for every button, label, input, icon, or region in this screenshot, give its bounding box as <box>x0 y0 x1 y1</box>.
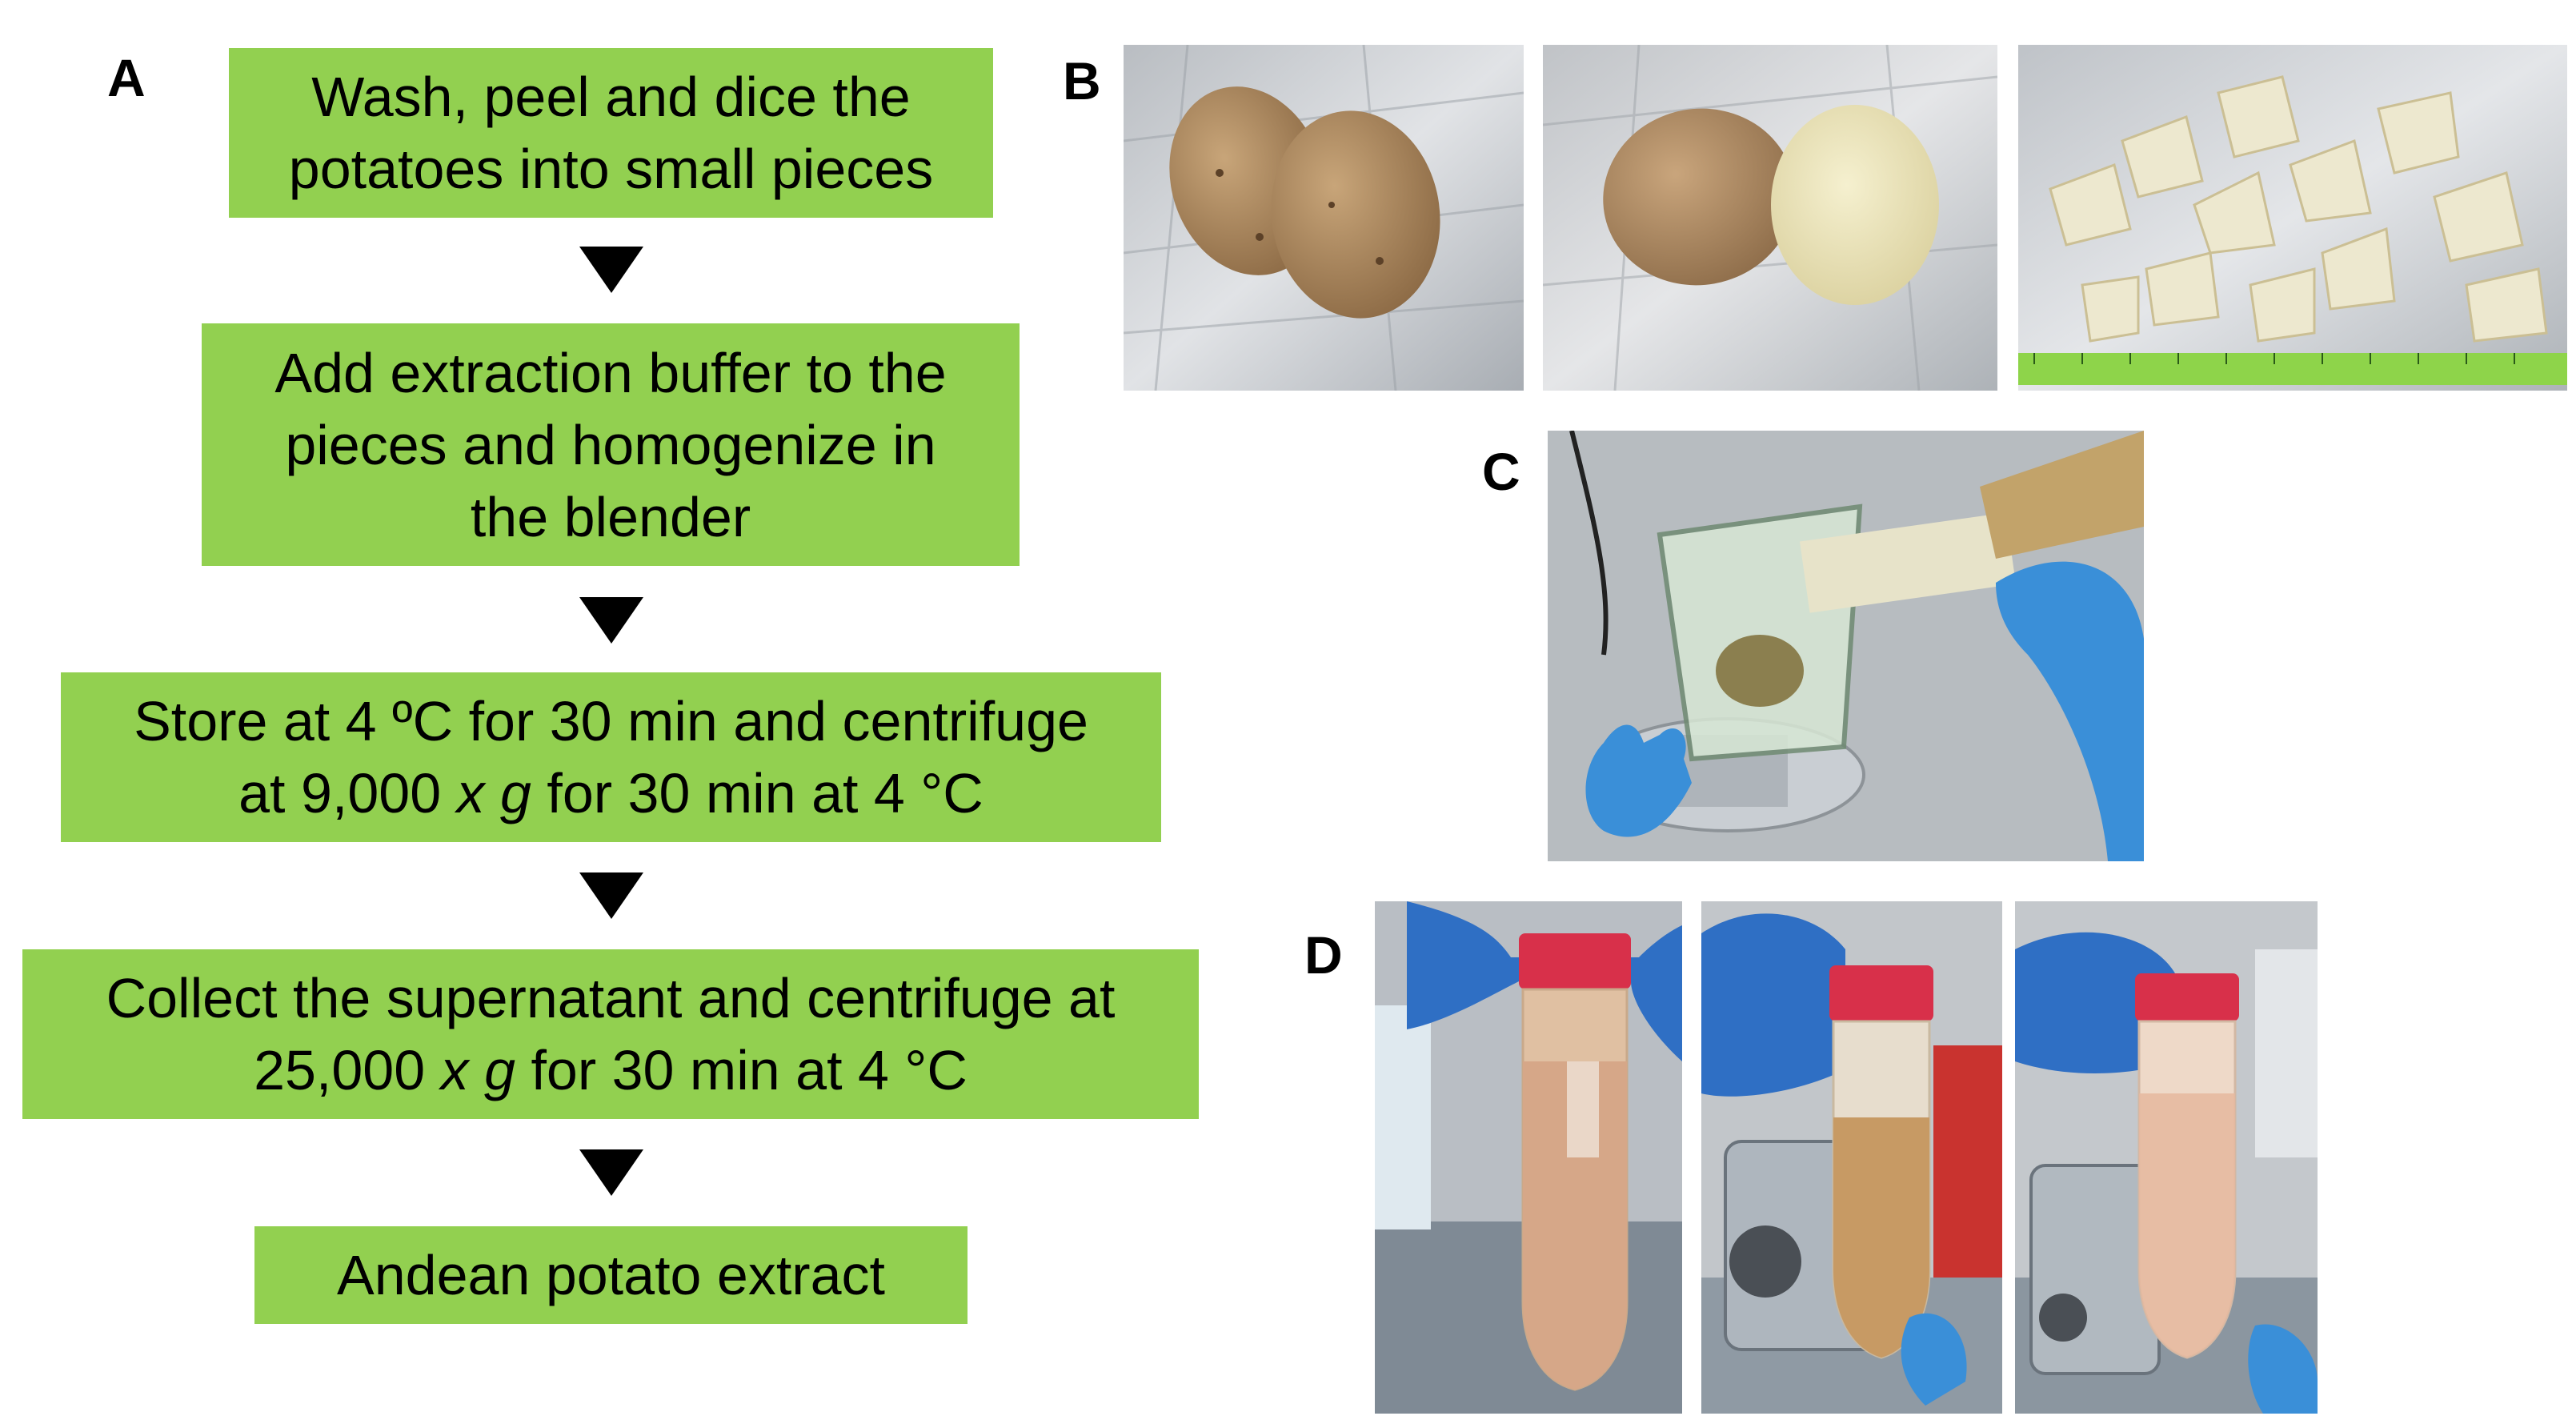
photo-peeled-potato <box>1543 45 1997 391</box>
photo-blender <box>1548 431 2144 861</box>
flow-step-centrifuge-1-g: g <box>500 762 531 824</box>
flow-arrow-1 <box>579 247 643 293</box>
flow-step-homogenize-line-3: the blender <box>470 485 751 548</box>
flow-step-extract: Andean potato extract <box>254 1226 968 1324</box>
panel-label-a: A <box>107 48 146 107</box>
flow-step-homogenize-line-2: pieces and homogenize in <box>285 413 936 476</box>
photo-tube-homogenate <box>1375 901 1682 1414</box>
photo-whole-potatoes <box>1124 45 1524 391</box>
flow-step-centrifuge-2: Collect the supernatant and centrifuge a… <box>22 949 1199 1119</box>
flow-step-centrifuge-1-duration: for 30 min at 4 °C <box>531 762 984 824</box>
flow-step-wash: Wash, peel and dice the potatoes into sm… <box>229 48 993 218</box>
flow-step-wash-line-2: potatoes into small pieces <box>288 138 934 200</box>
panel-label-b: B <box>1063 51 1101 110</box>
flow-step-wash-line-1: Wash, peel and dice the <box>311 66 911 128</box>
flow-step-centrifuge-2-line-2: 25,000 x g for 30 min at 4 °C <box>106 1034 1116 1106</box>
panel-label-d: D <box>1304 925 1343 985</box>
photo-tube-second-centrifuge <box>2015 901 2318 1414</box>
flow-step-centrifuge-2-line-1: Collect the supernatant and centrifuge a… <box>106 967 1116 1029</box>
flow-step-centrifuge-1-line-1: Store at 4 ºC for 30 min and centrifuge <box>134 690 1088 752</box>
flow-step-centrifuge-1-speed: at 9,000 <box>238 762 457 824</box>
flow-step-centrifuge-1-line-2: at 9,000 x g for 30 min at 4 °C <box>134 757 1088 829</box>
flow-step-homogenize-line-1: Add extraction buffer to the <box>274 341 947 404</box>
photo-tube-first-centrifuge <box>1701 901 2002 1414</box>
flow-step-centrifuge-1-x: x <box>456 762 485 824</box>
flow-step-homogenize: Add extraction buffer to the pieces and … <box>202 323 1020 566</box>
flow-arrow-4 <box>579 1149 643 1196</box>
panel-label-c: C <box>1482 442 1520 501</box>
flow-step-centrifuge-2-g: g <box>484 1039 516 1101</box>
flow-step-centrifuge-1: Store at 4 ºC for 30 min and centrifuge … <box>61 672 1161 842</box>
photo-diced-potatoes <box>2018 45 2567 391</box>
flow-step-centrifuge-2-duration: for 30 min at 4 °C <box>515 1039 968 1101</box>
flow-step-centrifuge-2-speed: 25,000 <box>254 1039 441 1101</box>
flow-arrow-2 <box>579 597 643 644</box>
flow-step-centrifuge-2-x: x <box>440 1039 469 1101</box>
flow-arrow-3 <box>579 872 643 919</box>
flow-step-extract-label: Andean potato extract <box>337 1244 885 1306</box>
